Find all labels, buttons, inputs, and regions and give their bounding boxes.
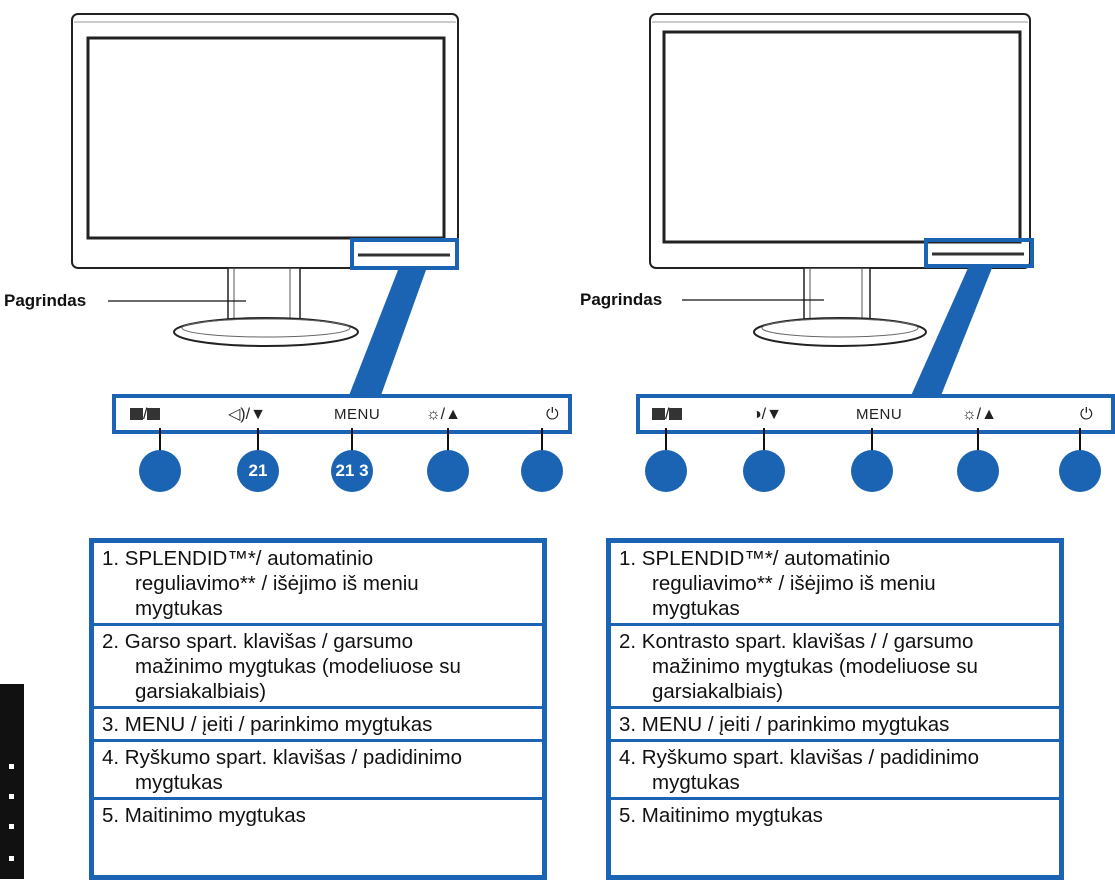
speaker-down-icon: ◁)/▼: [228, 406, 266, 423]
stand-label: Pagrindas: [4, 291, 87, 310]
callout-stem: [541, 428, 543, 456]
callout-circle-1: [645, 450, 687, 492]
callout-circle-2: [743, 450, 785, 492]
callout-stem: [447, 428, 449, 456]
legend-item-3: 3. MENU / įeiti / parinkimo mygtukas: [94, 709, 542, 742]
legend-item-4: 4. Ryškumo spart. klavišas / padidinimo …: [94, 742, 542, 800]
splendid-auto-icon: /: [652, 404, 683, 426]
menu-label: MENU: [856, 406, 903, 423]
legend-box: 1. SPLENDID™*/ automatinio reguliavimo**…: [606, 538, 1064, 880]
brightness-up-icon: ☼/▲: [426, 406, 461, 423]
splendid-auto-icon: /: [130, 404, 161, 426]
legend-item-2: 2. Garso spart. klavišas / garsumo mažin…: [94, 626, 542, 709]
page-side-tab: [0, 684, 24, 879]
monitor-drawing-left: [71, 13, 459, 398]
legend-item-4: 4. Ryškumo spart. klavišas / padidinimo …: [611, 742, 1059, 800]
legend-item-5: 5. Maitinimo mygtukas: [619, 804, 823, 827]
legend-item-1: 1. SPLENDID™*/ automatinio reguliavimo**…: [94, 543, 542, 626]
callout-circle-4: [957, 450, 999, 492]
legend-item-5: 5. Maitinimo mygtukas: [102, 804, 306, 827]
legend-item-3: 3. MENU / įeiti / parinkimo mygtukas: [611, 709, 1059, 742]
callout-circle-5: [1059, 450, 1101, 492]
callout-circle-4: [427, 450, 469, 492]
callout-stem: [351, 428, 353, 456]
monitor-panel-left: Pagrindas / ◁)/▼ MENU ☼/▲ ⏻ 21 21 3 1. S…: [0, 0, 572, 880]
stand-label: Pagrindas: [580, 290, 663, 309]
callout-stem: [665, 428, 667, 456]
callout-circle-1: [139, 450, 181, 492]
legend-item-1: 1. SPLENDID™*/ automatinio reguliavimo**…: [611, 543, 1059, 626]
monitor-panel-right: Pagrindas / ◑/▼ MENU ☼/▲ ⏻ 1. SPLENDID™*…: [558, 0, 1115, 880]
legend-box: 1. SPLENDID™*/ automatinio reguliavimo**…: [89, 538, 547, 880]
button-bar: / ◑/▼ MENU ☼/▲ ⏻: [636, 394, 1115, 434]
callout-stem: [159, 428, 161, 456]
callout-circle-3: 21 3: [331, 450, 373, 492]
brightness-up-icon: ☼/▲: [962, 406, 997, 423]
callout-circle-2: 21: [237, 450, 279, 492]
callout-stem: [257, 428, 259, 456]
callout-stem: [977, 428, 979, 456]
power-icon: ⏻: [546, 406, 559, 423]
callout-circle-3: [851, 450, 893, 492]
button-bar: / ◁)/▼ MENU ☼/▲ ⏻: [112, 394, 572, 434]
contrast-down-icon: ◑/▼: [752, 406, 782, 423]
callout-stem: [763, 428, 765, 456]
power-icon: ⏻: [1080, 406, 1093, 423]
callout-circle-5: [521, 450, 563, 492]
menu-label: MENU: [334, 406, 381, 423]
callout-stem: [871, 428, 873, 456]
legend-item-2: 2. Kontrasto spart. klavišas / / garsumo…: [611, 626, 1059, 709]
monitor-drawing-right: [649, 13, 1034, 398]
callout-stem: [1079, 428, 1081, 456]
